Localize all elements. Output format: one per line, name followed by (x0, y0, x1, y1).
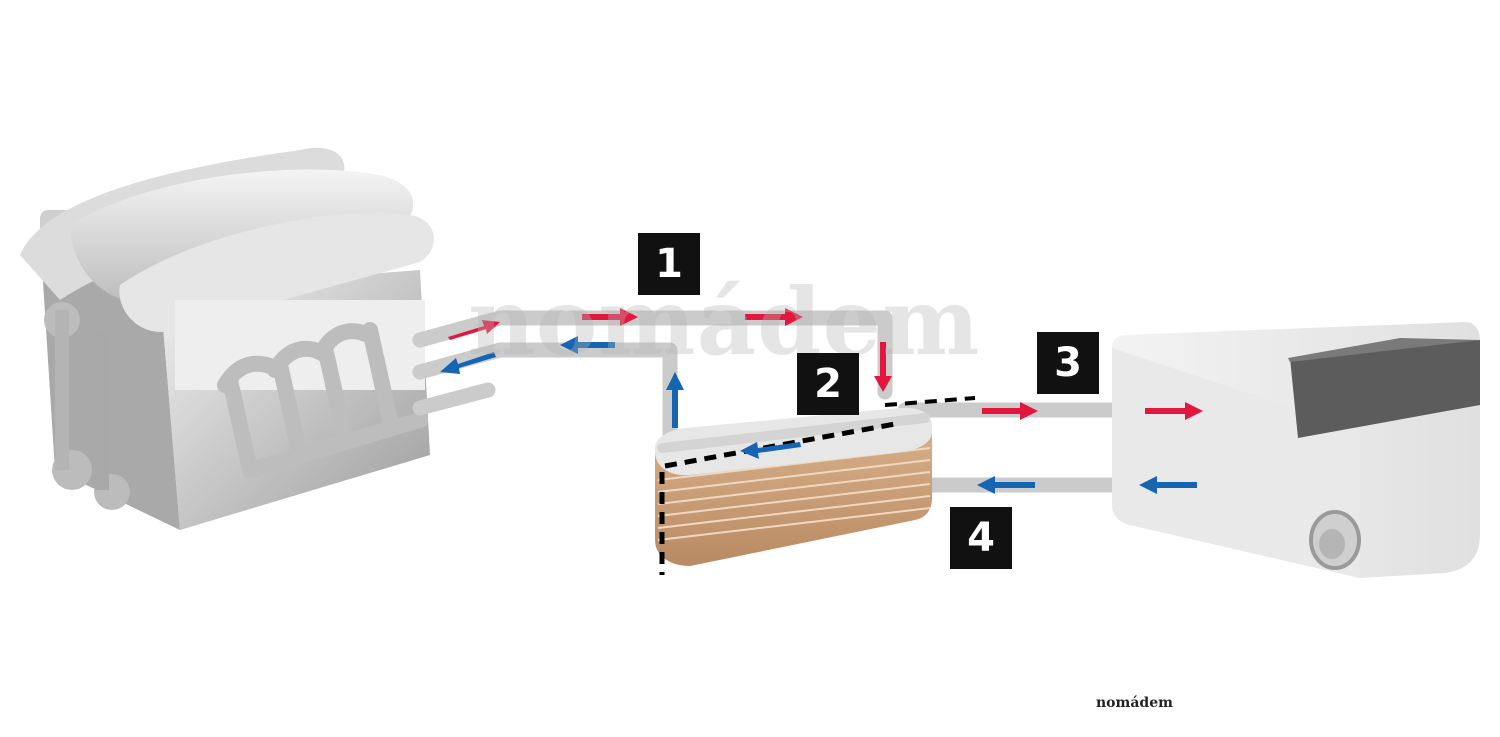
hot-arrow-icon (1145, 402, 1203, 420)
hot-arrow-icon (448, 320, 500, 340)
cold-arrow-icon (666, 372, 684, 428)
step-badge-1: 1 (638, 233, 700, 295)
brand-watermark: nomádem (468, 268, 981, 376)
boiler-icon (1112, 322, 1480, 578)
cold-arrow-icon (1139, 476, 1197, 494)
step-badge-2: 2 (797, 353, 859, 415)
hot-arrow-icon (582, 308, 638, 326)
cold-flow-arrows (440, 336, 1197, 494)
engine-stub-pipe (412, 382, 496, 416)
cold-arrow-icon (977, 476, 1035, 494)
cold-arrow-icon (560, 336, 615, 354)
step-badge-4: 4 (950, 507, 1012, 569)
cold-arrow-icon (740, 442, 801, 459)
heat-exchanger-icon (655, 396, 976, 575)
hot-arrow-icon (745, 308, 803, 326)
step-badge-3: 3 (1037, 332, 1099, 394)
cold-return-pipe (412, 342, 678, 456)
hot-arrow-icon (874, 342, 892, 392)
hot-flow-arrows (448, 308, 1203, 420)
cold-arrow-icon (440, 352, 496, 374)
brand-logo: nomádem (1096, 695, 1173, 711)
engine-icon (20, 147, 434, 530)
hot-arrow-icon (982, 402, 1038, 420)
